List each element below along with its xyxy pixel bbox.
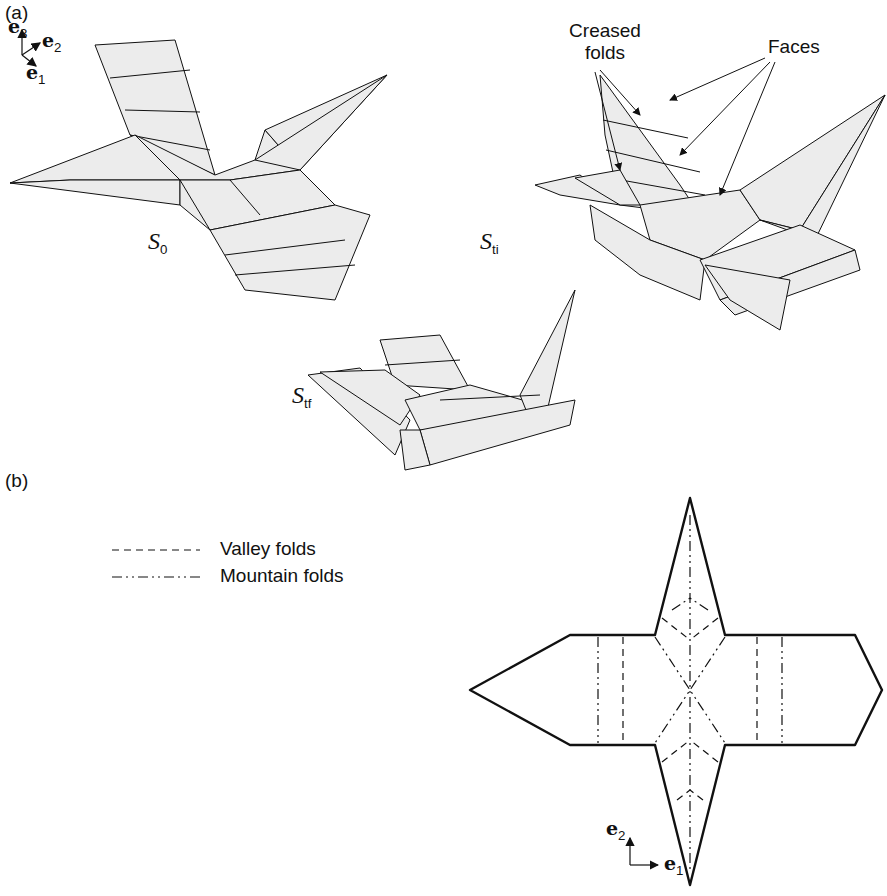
crane-flat (10, 40, 387, 300)
leader-lines (595, 58, 775, 195)
state-label: S0 (148, 228, 167, 257)
axis-label: e1 (664, 853, 684, 878)
axis-arrows-b (630, 838, 658, 865)
axis-label: e1 (26, 62, 46, 87)
crane-intermediate (535, 75, 885, 330)
crease-pattern (470, 498, 882, 885)
state-label: Sti (480, 228, 499, 257)
legend-text: Valley folds (220, 538, 316, 560)
axis-label: e3 (8, 16, 28, 41)
annotation-label: Faces (768, 36, 820, 58)
annotation-label: (b) (5, 470, 28, 492)
state-label: Stf (292, 382, 311, 411)
legend-text: Mountain folds (220, 565, 344, 587)
annotation-label: Creased folds (565, 20, 645, 64)
legend-samples (112, 550, 200, 577)
axis-label: e2 (606, 818, 626, 843)
crane-final (308, 290, 575, 470)
axis-label: e2 (42, 30, 62, 55)
